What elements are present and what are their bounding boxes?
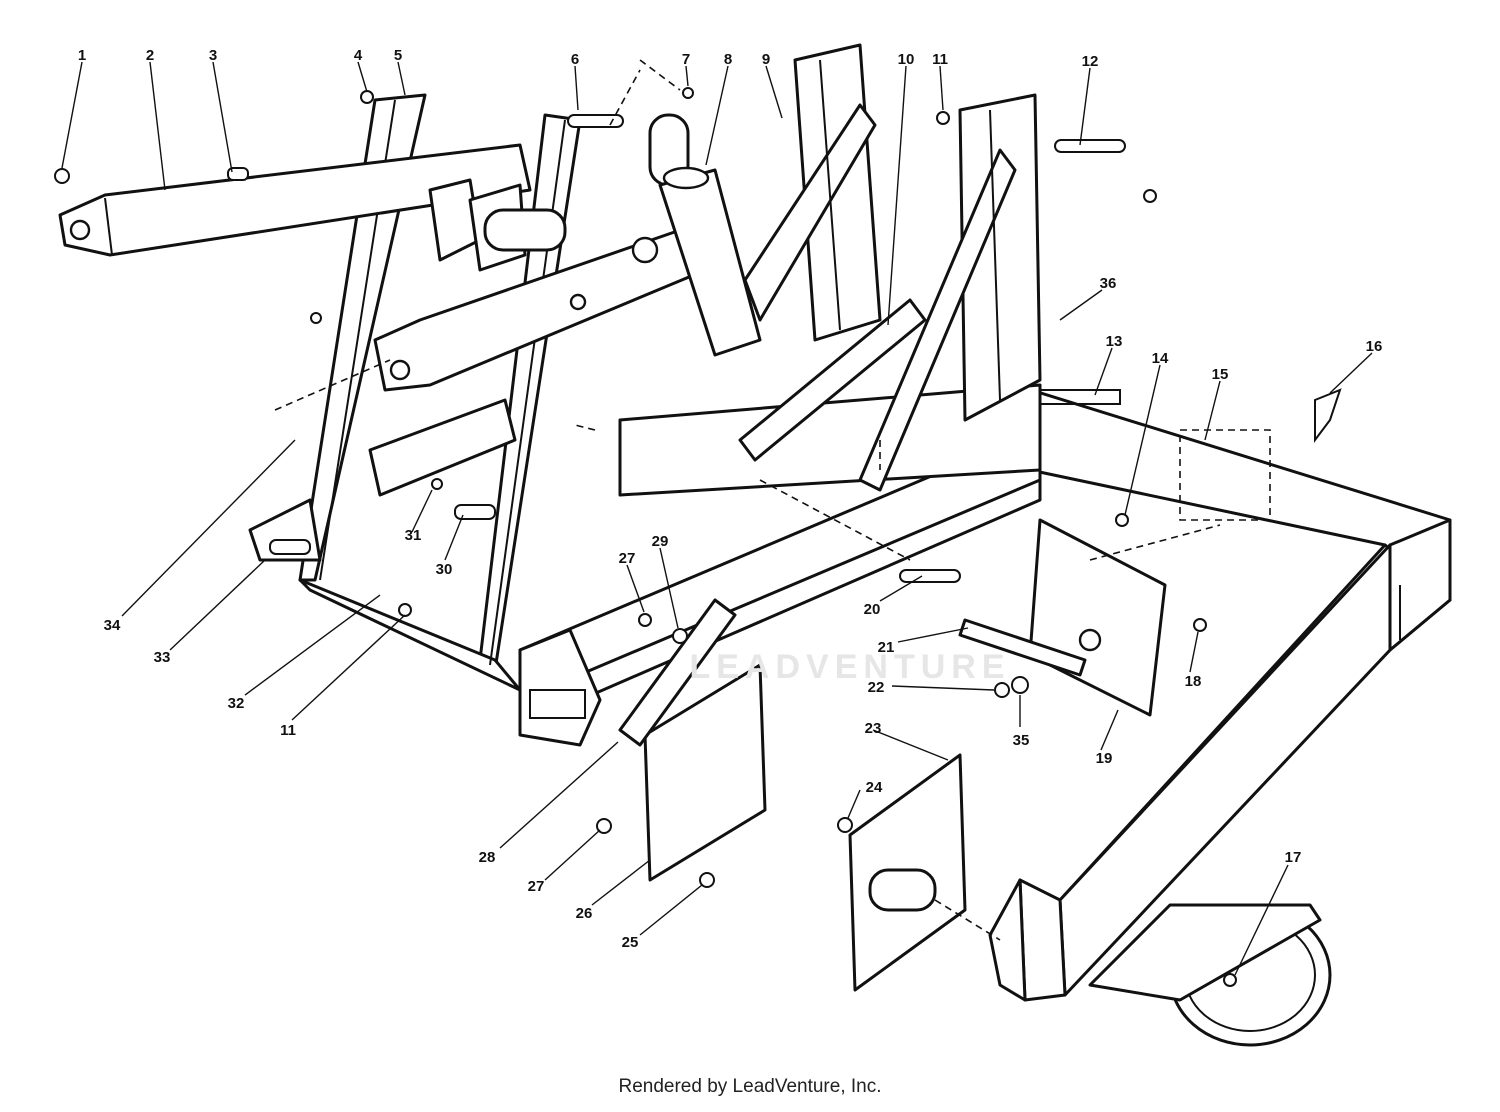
callout-14: 14 [1152, 350, 1169, 367]
callout-35: 35 [1013, 732, 1030, 749]
leader-lines [61, 61, 1373, 976]
callout-31: 31 [405, 527, 422, 544]
callout-labels: 1 2 3 4 5 6 7 8 9 10 11 12 36 13 14 15 1… [78, 47, 1383, 951]
callout-26: 26 [576, 905, 593, 922]
callout-16: 16 [1366, 338, 1383, 355]
callout-5: 5 [394, 47, 402, 64]
mounting-plate-26 [643, 663, 767, 882]
callout-30: 30 [436, 561, 453, 578]
render-credit: Rendered by LeadVenture, Inc. [618, 1076, 882, 1097]
callout-32: 32 [228, 695, 245, 712]
callout-4: 4 [354, 47, 363, 64]
callout-18: 18 [1185, 673, 1202, 690]
callout-19: 19 [1096, 750, 1113, 767]
mounting-plate-23 [848, 753, 967, 992]
left-upright-frame [248, 93, 582, 692]
callout-2: 2 [146, 47, 154, 64]
callout-11-top: 11 [932, 51, 948, 68]
clamp-band [1088, 903, 1332, 1047]
hardware [54, 87, 1342, 987]
callout-20: 20 [864, 601, 881, 618]
callout-24: 24 [866, 779, 883, 796]
right-upright-10 [738, 93, 1042, 492]
watermark: LEADVENTURE [689, 648, 1011, 686]
callout-12: 12 [1082, 53, 1099, 70]
callout-6: 6 [571, 51, 579, 68]
callout-3: 3 [209, 47, 217, 64]
callout-27-upper: 27 [619, 550, 636, 567]
callout-8: 8 [724, 51, 732, 68]
bracket-28 [618, 598, 737, 747]
right-upright-9 [743, 43, 882, 342]
callout-1: 1 [78, 47, 86, 64]
callout-10: 10 [898, 51, 915, 68]
callout-11-bottom: 11 [280, 722, 296, 739]
assembly-lines [274, 59, 1271, 941]
callout-33: 33 [154, 649, 171, 666]
callout-28: 28 [479, 849, 496, 866]
long-arm [58, 143, 532, 257]
mounting-plate-19 [1028, 518, 1167, 717]
callout-21: 21 [878, 639, 895, 656]
callout-22: 22 [868, 679, 885, 696]
callout-9: 9 [762, 51, 770, 68]
callout-34: 34 [104, 617, 121, 634]
hydraulic-cylinder [648, 113, 762, 357]
callout-36: 36 [1100, 275, 1117, 292]
callout-29: 29 [652, 533, 669, 550]
callout-13: 13 [1106, 333, 1123, 350]
callout-25: 25 [622, 934, 639, 951]
strap-21 [958, 618, 1087, 677]
callout-7: 7 [682, 51, 690, 68]
callout-27-lower: 27 [528, 878, 545, 895]
base-frame [518, 383, 1452, 1002]
callout-15: 15 [1212, 366, 1229, 383]
callout-23: 23 [865, 720, 882, 737]
callout-17: 17 [1285, 849, 1302, 866]
